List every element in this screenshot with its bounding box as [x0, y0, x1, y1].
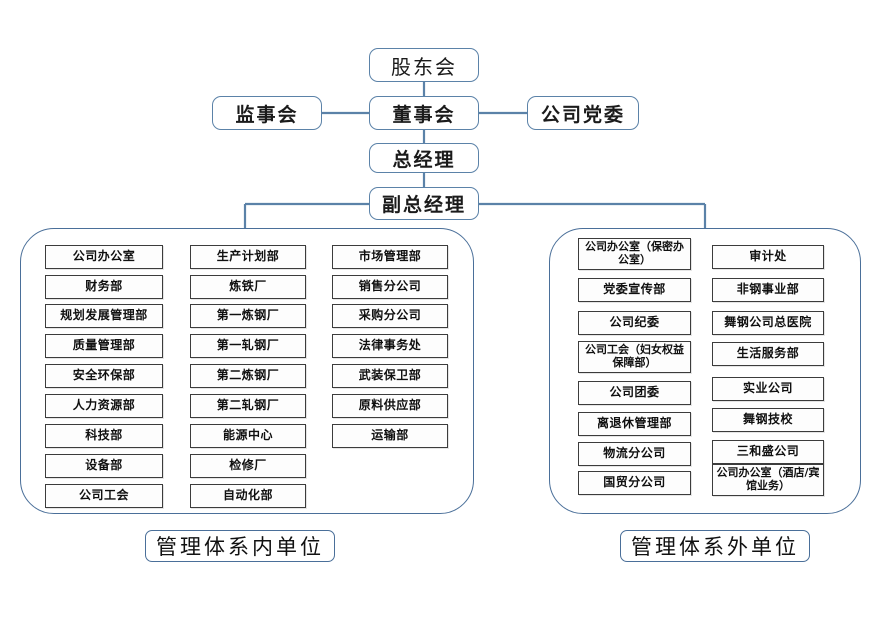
- unit-inside-3-1[interactable]: 销售分公司: [332, 275, 448, 299]
- unit-outside-1-3[interactable]: 公司工会（妇女权益保障部）: [578, 341, 691, 373]
- unit-inside-2-6[interactable]: 能源中心: [190, 424, 306, 448]
- unit-inside-2-3[interactable]: 第一轧钢厂: [190, 334, 306, 358]
- unit-outside-2-1[interactable]: 非钢事业部: [712, 278, 824, 302]
- unit-label: 第一轧钢厂: [216, 338, 280, 353]
- unit-inside-3-0[interactable]: 市场管理部: [332, 245, 448, 269]
- unit-inside-3-6[interactable]: 运输部: [332, 424, 448, 448]
- unit-label: 舞钢公司总医院: [724, 315, 812, 330]
- unit-inside-1-5[interactable]: 人力资源部: [45, 394, 163, 418]
- unit-inside-2-4[interactable]: 第二炼钢厂: [190, 364, 306, 388]
- unit-label: 检修厂: [229, 458, 267, 473]
- unit-inside-1-1[interactable]: 财务部: [45, 275, 163, 299]
- unit-inside-3-2[interactable]: 采购分公司: [332, 304, 448, 328]
- unit-label: 非钢事业部: [736, 282, 800, 297]
- unit-outside-1-4[interactable]: 公司团委: [578, 381, 691, 405]
- unit-label: 炼铁厂: [229, 279, 267, 294]
- unit-inside-2-7[interactable]: 检修厂: [190, 454, 306, 478]
- unit-outside-2-3[interactable]: 生活服务部: [712, 342, 824, 366]
- unit-inside-1-4[interactable]: 安全环保部: [45, 364, 163, 388]
- unit-label: 国贸分公司: [603, 475, 666, 490]
- unit-label: 原料供应部: [358, 398, 422, 413]
- node-general-manager-label: 总经理: [392, 148, 456, 171]
- unit-label: 公司办公室（保密办公室）: [585, 240, 684, 266]
- unit-label: 财务部: [85, 279, 123, 294]
- unit-outside-2-2[interactable]: 舞钢公司总医院: [712, 311, 824, 335]
- unit-outside-1-6[interactable]: 物流分公司: [578, 442, 691, 466]
- unit-label: 武装保卫部: [358, 368, 422, 383]
- node-board-label: 董事会: [392, 103, 456, 126]
- unit-inside-2-8[interactable]: 自动化部: [190, 484, 306, 508]
- unit-inside-3-3[interactable]: 法律事务处: [332, 334, 448, 358]
- unit-label: 审计处: [749, 249, 787, 264]
- unit-inside-3-5[interactable]: 原料供应部: [332, 394, 448, 418]
- unit-label: 第一炼钢厂: [216, 308, 280, 323]
- node-supervisors[interactable]: 监事会: [212, 96, 322, 130]
- unit-inside-2-1[interactable]: 炼铁厂: [190, 275, 306, 299]
- node-shareholders[interactable]: 股东会: [369, 48, 479, 82]
- unit-label: 第二炼钢厂: [216, 368, 280, 383]
- unit-inside-1-3[interactable]: 质量管理部: [45, 334, 163, 358]
- unit-outside-2-5[interactable]: 舞钢技校: [712, 408, 824, 432]
- unit-label: 公司工会（妇女权益保障部）: [585, 343, 684, 369]
- unit-label: 销售分公司: [358, 279, 422, 294]
- unit-label: 市场管理部: [358, 249, 422, 264]
- unit-inside-2-0[interactable]: 生产计划部: [190, 245, 306, 269]
- unit-label: 第二轧钢厂: [216, 398, 280, 413]
- node-party-committee[interactable]: 公司党委: [527, 96, 639, 130]
- unit-label: 公司办公室: [72, 249, 136, 264]
- unit-inside-2-5[interactable]: 第二轧钢厂: [190, 394, 306, 418]
- unit-outside-2-6[interactable]: 三和盛公司: [712, 440, 824, 464]
- unit-inside-3-4[interactable]: 武装保卫部: [332, 364, 448, 388]
- unit-label: 公司团委: [609, 385, 660, 400]
- unit-inside-1-2[interactable]: 规划发展管理部: [45, 304, 163, 328]
- unit-inside-2-2[interactable]: 第一炼钢厂: [190, 304, 306, 328]
- node-deputy-general-manager-label: 副总经理: [381, 194, 466, 216]
- node-party-committee-label: 公司党委: [540, 103, 625, 126]
- unit-label: 法律事务处: [358, 338, 422, 353]
- unit-outside-2-0[interactable]: 审计处: [712, 245, 824, 269]
- unit-outside-2-7[interactable]: 公司办公室（酒店/宾馆业务）: [712, 464, 824, 496]
- unit-label: 党委宣传部: [603, 282, 666, 297]
- unit-label: 质量管理部: [72, 338, 136, 353]
- unit-label: 舞钢技校: [742, 412, 793, 427]
- unit-label: 运输部: [371, 428, 409, 443]
- node-shareholders-label: 股东会: [391, 54, 457, 79]
- unit-label: 公司办公室（酒店/宾馆业务）: [716, 466, 820, 492]
- unit-outside-2-4[interactable]: 实业公司: [712, 377, 824, 401]
- unit-outside-1-0[interactable]: 公司办公室（保密办公室）: [578, 238, 691, 270]
- unit-label: 公司纪委: [609, 315, 660, 330]
- node-general-manager[interactable]: 总经理: [369, 143, 479, 173]
- unit-inside-1-8[interactable]: 公司工会: [45, 484, 163, 508]
- unit-label: 实业公司: [742, 381, 793, 396]
- unit-label: 科技部: [85, 428, 123, 443]
- unit-label: 设备部: [85, 458, 123, 473]
- unit-label: 物流分公司: [603, 446, 666, 461]
- node-board-of-directors[interactable]: 董事会: [369, 96, 479, 130]
- caption-outside-label: 管理体系外单位: [631, 535, 799, 559]
- unit-label: 三和盛公司: [736, 444, 800, 459]
- unit-outside-1-5[interactable]: 离退休管理部: [578, 412, 691, 436]
- caption-outside-group: 管理体系外单位: [620, 530, 810, 562]
- unit-label: 生活服务部: [736, 346, 800, 361]
- unit-outside-1-2[interactable]: 公司纪委: [578, 311, 691, 335]
- unit-outside-1-1[interactable]: 党委宣传部: [578, 278, 691, 302]
- caption-inside-label: 管理体系内单位: [156, 535, 324, 559]
- unit-inside-1-6[interactable]: 科技部: [45, 424, 163, 448]
- unit-label: 规划发展管理部: [60, 308, 148, 323]
- unit-label: 采购分公司: [358, 308, 422, 323]
- unit-label: 能源中心: [222, 428, 273, 443]
- unit-inside-1-7[interactable]: 设备部: [45, 454, 163, 478]
- unit-label: 公司工会: [78, 488, 129, 503]
- unit-label: 安全环保部: [72, 368, 136, 383]
- node-supervisors-label: 监事会: [235, 103, 299, 126]
- unit-inside-1-0[interactable]: 公司办公室: [45, 245, 163, 269]
- node-deputy-general-manager[interactable]: 副总经理: [369, 187, 479, 220]
- caption-inside-group: 管理体系内单位: [145, 530, 335, 562]
- unit-label: 人力资源部: [72, 398, 136, 413]
- unit-label: 自动化部: [222, 488, 273, 503]
- unit-label: 生产计划部: [216, 249, 280, 264]
- unit-label: 离退休管理部: [596, 416, 672, 431]
- unit-outside-1-7[interactable]: 国贸分公司: [578, 471, 691, 495]
